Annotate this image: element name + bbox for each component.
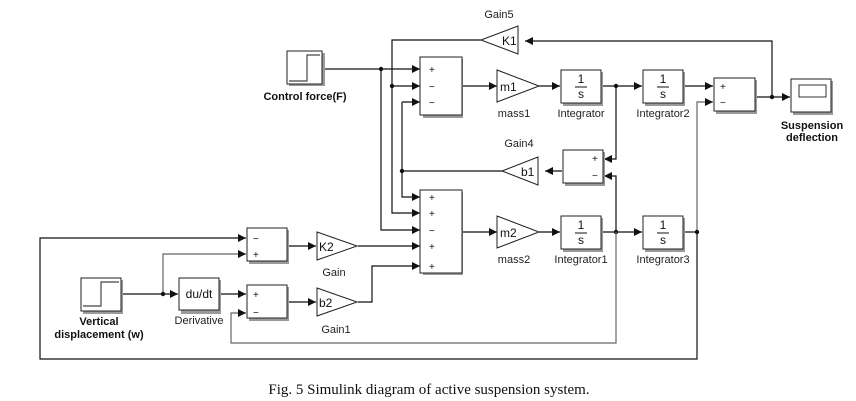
mass1-block[interactable]: m1 mass1 bbox=[496, 69, 541, 120]
gain-value: K2 bbox=[319, 240, 334, 254]
sum-k2-sign-2: + bbox=[253, 250, 259, 261]
control-force-block[interactable]: Control force(F) bbox=[263, 50, 347, 103]
sum-bottom-sign-1: + bbox=[429, 193, 435, 204]
sum-top-sign-2: − bbox=[429, 82, 435, 93]
mass1-label: mass1 bbox=[498, 108, 530, 120]
gain1-value: b2 bbox=[319, 296, 333, 310]
vertical-disp-label-1: Vertical bbox=[79, 316, 118, 328]
wire-f-to-sum-bottom bbox=[380, 69, 420, 231]
integrator-label: Integrator bbox=[557, 108, 604, 120]
integrator3-den: s bbox=[660, 233, 666, 247]
gain5-block[interactable]: K1 Gain5 bbox=[479, 9, 519, 55]
sum-top-sign-1: + bbox=[429, 65, 435, 76]
integrator-num: 1 bbox=[578, 72, 585, 86]
integrator3-block[interactable]: 1 s Integrator3 bbox=[636, 215, 690, 266]
sum-bottom-sign-3: − bbox=[429, 226, 435, 237]
mass2-label: mass2 bbox=[498, 254, 530, 266]
step-icon bbox=[83, 281, 119, 307]
sum-gain4-sign-2: − bbox=[592, 171, 598, 182]
sum-bottom-block[interactable]: + + − + + bbox=[419, 189, 463, 275]
sum-k2-sign-1: − bbox=[253, 234, 259, 245]
vertical-disp-label-2: displacement (w) bbox=[54, 329, 144, 341]
derivative-label: Derivative bbox=[175, 315, 224, 327]
scope-label-2: deflection bbox=[786, 132, 838, 144]
sum-bottom-sign-5: + bbox=[429, 262, 435, 273]
integrator2-block[interactable]: 1 s Integrator2 bbox=[636, 69, 690, 120]
sum-gain4-sign-1: + bbox=[592, 154, 598, 165]
integrator1-num: 1 bbox=[578, 218, 585, 232]
sum-out-block[interactable]: + − bbox=[713, 77, 757, 114]
gain-label: Gain bbox=[322, 267, 345, 279]
gain4-value: b1 bbox=[521, 165, 535, 179]
figure-caption: Fig. 5 Simulink diagram of active suspen… bbox=[268, 382, 589, 398]
integrator1-block[interactable]: 1 s Integrator1 bbox=[554, 215, 608, 266]
sum-b2-sign-1: + bbox=[253, 290, 259, 301]
sum-gain4-block[interactable]: + − bbox=[562, 149, 605, 186]
gain1-label: Gain1 bbox=[321, 324, 350, 336]
gain5-value: K1 bbox=[502, 34, 517, 48]
integrator1-den: s bbox=[578, 233, 584, 247]
integrator-block[interactable]: 1 s Integrator bbox=[557, 69, 605, 120]
sum-out-sign-2: − bbox=[720, 98, 726, 109]
sum-bottom-sign-2: + bbox=[429, 209, 435, 220]
scope-label-1: Suspension bbox=[781, 120, 844, 132]
mass2-value: m2 bbox=[500, 226, 517, 240]
integrator1-label: Integrator1 bbox=[554, 254, 607, 266]
integrator-den: s bbox=[578, 87, 584, 101]
sum-k2-block[interactable]: − + bbox=[246, 227, 289, 264]
sum-bottom-sign-4: + bbox=[429, 242, 435, 253]
sum-top-sign-3: − bbox=[429, 98, 435, 109]
derivative-block[interactable]: du/dt Derivative bbox=[175, 277, 224, 327]
integrator2-label: Integrator2 bbox=[636, 108, 689, 120]
gain4-label: Gain4 bbox=[504, 138, 533, 150]
gain4-block[interactable]: b1 Gain4 bbox=[500, 138, 539, 186]
scope-block[interactable]: Suspension deflection bbox=[781, 78, 844, 144]
integrator3-label: Integrator3 bbox=[636, 254, 689, 266]
arrowheads bbox=[170, 37, 790, 317]
control-force-label: Control force(F) bbox=[263, 91, 346, 103]
integrator2-num: 1 bbox=[660, 72, 667, 86]
sum-top-block[interactable]: + − − bbox=[419, 56, 463, 118]
step-icon bbox=[289, 54, 320, 82]
mass2-block[interactable]: m2 mass2 bbox=[496, 215, 541, 266]
gain1-block[interactable]: b2 Gain1 bbox=[316, 287, 359, 336]
sum-out-sign-1: + bbox=[720, 82, 726, 93]
integrator2-den: s bbox=[660, 87, 666, 101]
sum-b2-block[interactable]: + − bbox=[246, 284, 289, 321]
mass1-value: m1 bbox=[500, 80, 517, 94]
integrator3-num: 1 bbox=[660, 218, 667, 232]
scope-screen-icon bbox=[798, 84, 827, 98]
vertical-displacement-block[interactable]: Vertical displacement (w) bbox=[54, 277, 144, 341]
sum-b2-sign-2: − bbox=[253, 308, 259, 319]
gain5-label: Gain5 bbox=[484, 9, 513, 21]
derivative-value: du/dt bbox=[186, 287, 213, 301]
gain-block[interactable]: K2 Gain bbox=[316, 231, 359, 279]
